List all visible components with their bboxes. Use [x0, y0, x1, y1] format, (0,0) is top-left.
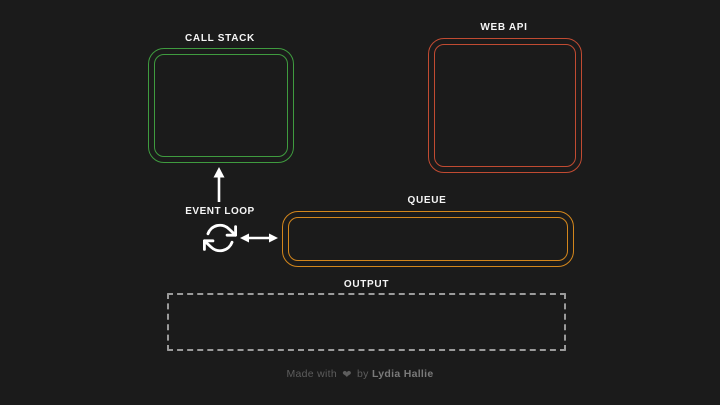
call-stack-label: CALL STACK [185, 33, 255, 44]
arrow-up-icon [213, 167, 225, 202]
web-api-box [428, 38, 582, 173]
event-loop-label: EVENT LOOP [185, 206, 255, 217]
queue-inner-border [288, 217, 568, 261]
credit-made-with: Made with [286, 368, 338, 380]
credit-by: by [357, 368, 369, 380]
heart-icon: ❤ [342, 368, 352, 381]
web-api-inner-border [434, 44, 576, 167]
arrow-left-right-icon [240, 233, 278, 243]
output-label: OUTPUT [343, 279, 390, 290]
web-api-label: WEB API [480, 22, 528, 33]
queue-label: QUEUE [407, 195, 447, 206]
credit-author: Lydia Hallie [371, 368, 434, 380]
sync-icon [203, 223, 237, 253]
footer-credit: Made with ❤ by Lydia Hallie [0, 367, 720, 381]
queue-box [282, 211, 574, 267]
call-stack-box [148, 48, 294, 163]
call-stack-inner-border [154, 54, 288, 157]
output-box [167, 293, 566, 351]
